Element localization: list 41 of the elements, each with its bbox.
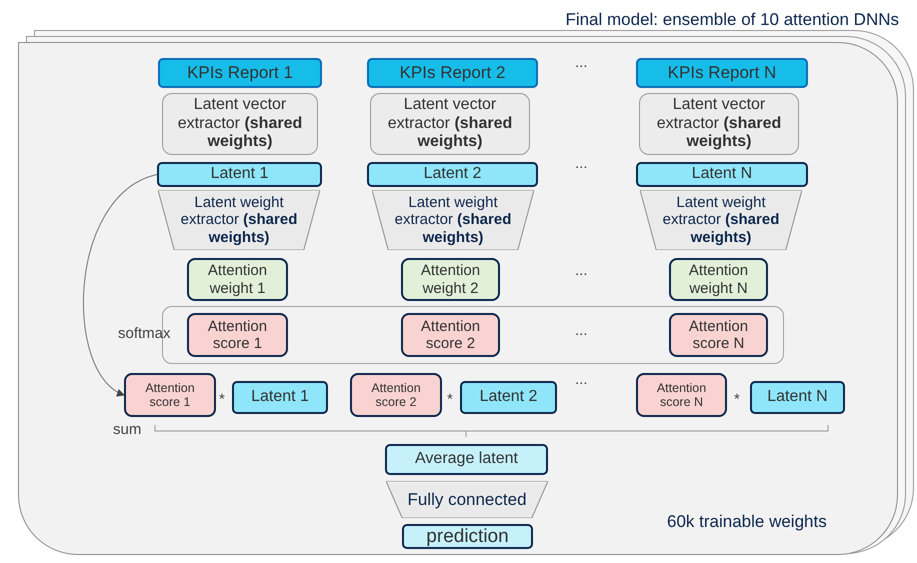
ellipsis: ... [575, 322, 588, 339]
fully-connected-trapezoid: Fully connected [386, 481, 548, 518]
ellipsis: ... [575, 262, 588, 279]
attention-score-box: Attention score N [669, 313, 768, 357]
latent-box: Latent N [636, 162, 808, 187]
ellipsis: ... [575, 54, 588, 71]
ellipsis: ... [575, 155, 588, 172]
input-report-box: KPIs Report 2 [367, 58, 538, 88]
vector-extractor-box: Latent vector extractor (shared weights) [162, 93, 318, 155]
attention-weight-box: Attention weight 1 [187, 258, 288, 301]
vector-extractor-box: Latent vector extractor (shared weights) [639, 93, 799, 155]
input-report-box: KPIs Report N [636, 58, 808, 88]
weight-extractor-trapezoid: Latent weight extractor (shared weights) [158, 190, 320, 250]
prediction-box: prediction [402, 524, 533, 549]
weight-extractor-trapezoid: Latent weight extractor (shared weights) [372, 190, 534, 250]
multiply-sign: * [447, 391, 453, 408]
attention-weight-box: Attention weight N [669, 258, 768, 301]
sum-label: sum [113, 421, 142, 438]
model-panel [18, 42, 898, 555]
model-caption: 60k trainable weights [667, 512, 827, 532]
softmax-label: softmax [118, 325, 171, 342]
attention-score-box: Attention score N [636, 373, 727, 417]
multiply-sign: * [734, 391, 740, 408]
weight-extractor-trapezoid: Latent weight extractor (shared weights) [640, 190, 802, 250]
latent-box: Latent 2 [367, 162, 538, 187]
latent-box: Latent 2 [460, 381, 557, 414]
attention-score-box: Attention score 1 [124, 373, 216, 417]
attention-score-box: Attention score 1 [187, 313, 288, 357]
curved-arrow [83, 174, 158, 396]
average-latent-box: Average latent [385, 444, 548, 475]
latent-box: Latent 1 [232, 381, 328, 414]
ellipsis: ... [575, 371, 588, 388]
vector-extractor-box: Latent vector extractor (shared weights) [370, 93, 530, 155]
latent-box: Latent 1 [157, 162, 322, 187]
multiply-sign: * [219, 391, 225, 408]
input-report-box: KPIs Report 1 [158, 58, 322, 88]
diagram-title: Final model: ensemble of 10 attention DNNs [565, 10, 899, 30]
attention-score-box: Attention score 2 [401, 313, 500, 357]
attention-score-box: Attention score 2 [350, 373, 442, 417]
latent-box: Latent N [750, 381, 845, 414]
attention-weight-box: Attention weight 2 [401, 258, 500, 301]
